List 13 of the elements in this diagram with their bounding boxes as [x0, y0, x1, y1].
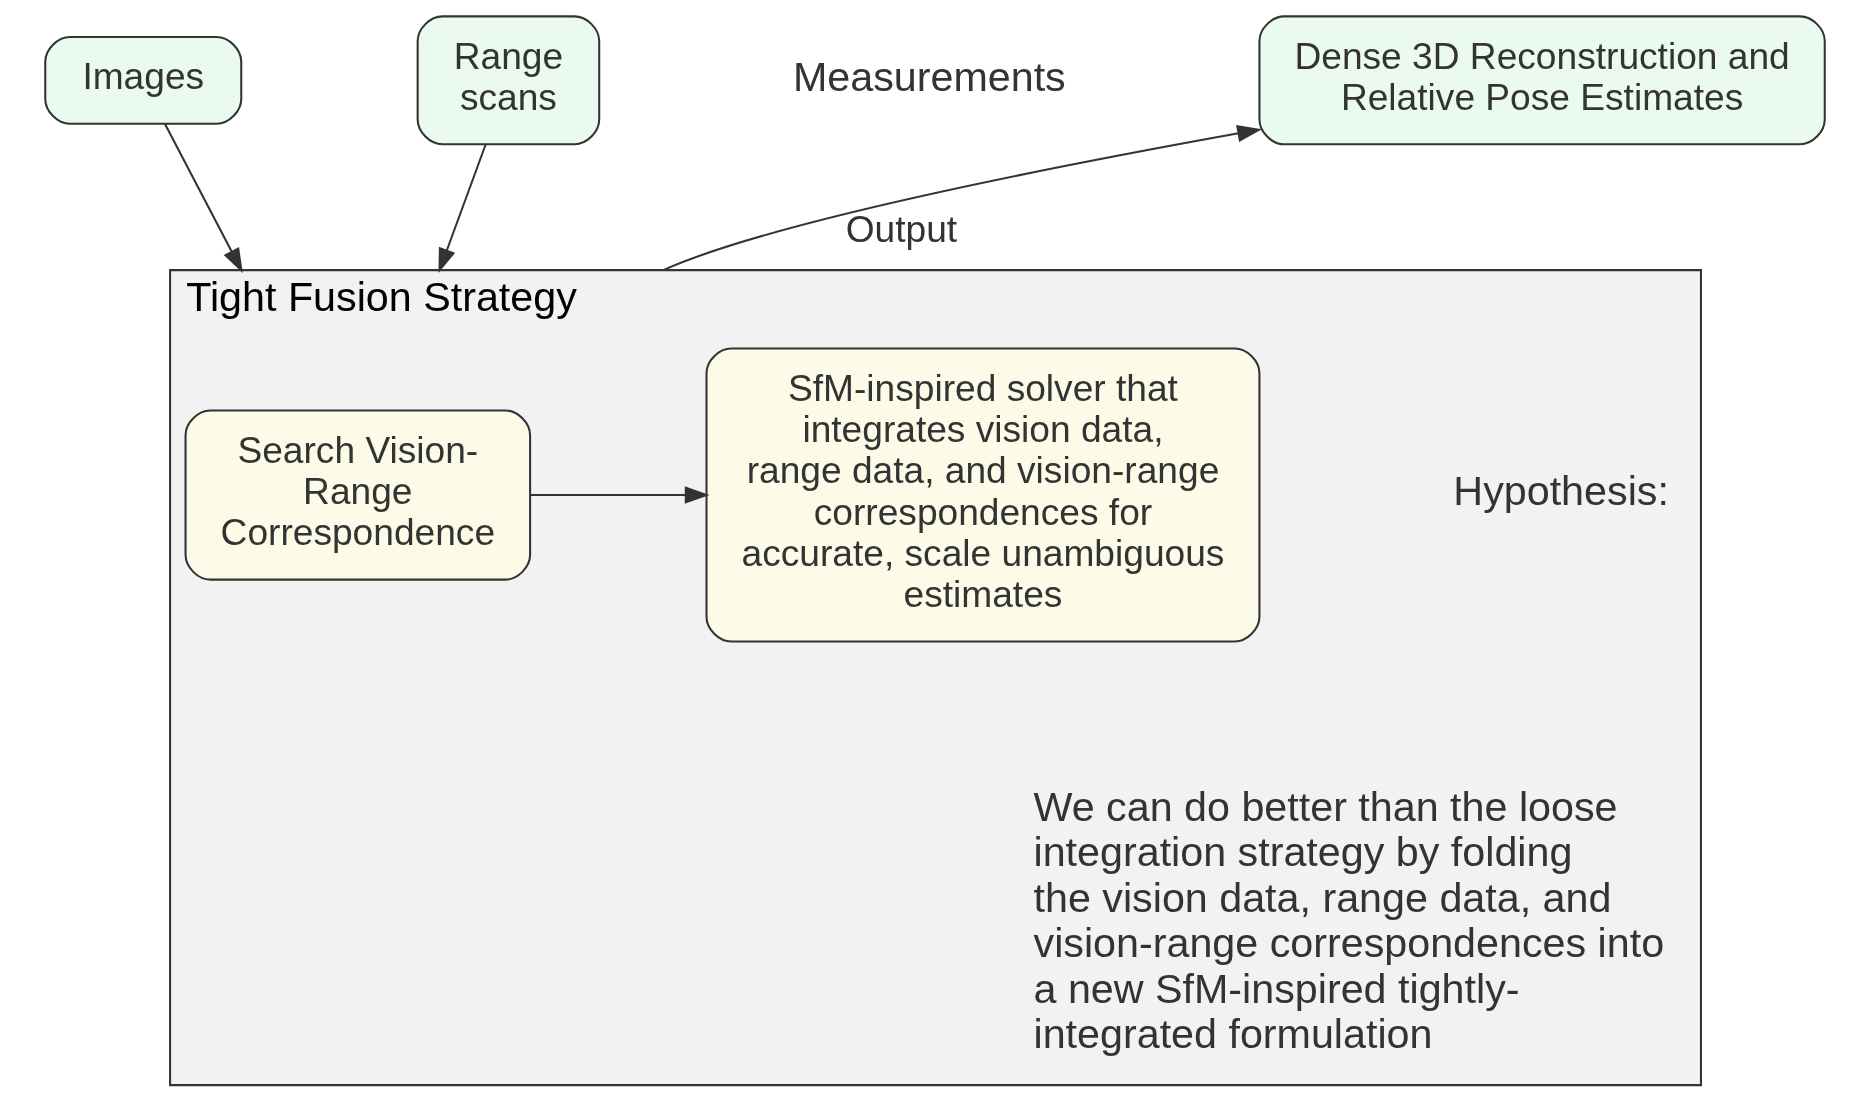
node-box: Images	[43, 36, 242, 125]
arrow	[163, 123, 243, 273]
arrow	[438, 144, 487, 274]
node-box: Dense 3D Reconstruction and Relative Pose Estimates	[1257, 15, 1826, 146]
node-box: Search Vision-Range Correspondence	[184, 409, 531, 581]
label: We can do better than the loose integration strategy by folding the vision data, range data, and vision-range correspondences into a new SfM-inspired tightly-integrated formulation	[1033, 784, 1664, 1057]
arrow	[662, 124, 1262, 272]
node-box: Range scans	[416, 15, 600, 146]
edge-label: Output	[845, 208, 957, 251]
label: Measurements	[792, 53, 1066, 100]
label: Hypothesis:	[1452, 468, 1669, 515]
arrow	[530, 486, 710, 504]
node-box: SfM-inspired solver that integrates vision data, range data, and vision-range correspondences for accurate, scale unambiguous estimates	[704, 347, 1260, 643]
